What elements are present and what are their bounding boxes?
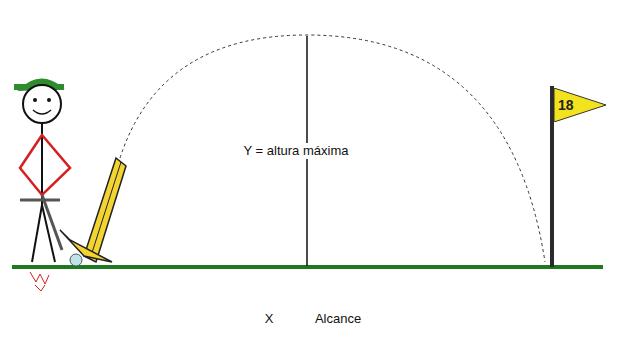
range-label: X (263, 311, 276, 327)
flag: 18 (554, 88, 606, 122)
trajectory-arc (120, 35, 545, 262)
range-label: Alcance (313, 311, 363, 327)
flag-pole (550, 86, 554, 267)
hole-number: 18 (558, 97, 574, 113)
golf-club (60, 158, 126, 266)
golfer-figure (14, 79, 70, 291)
height-label: Y = altura máxima (242, 143, 351, 159)
